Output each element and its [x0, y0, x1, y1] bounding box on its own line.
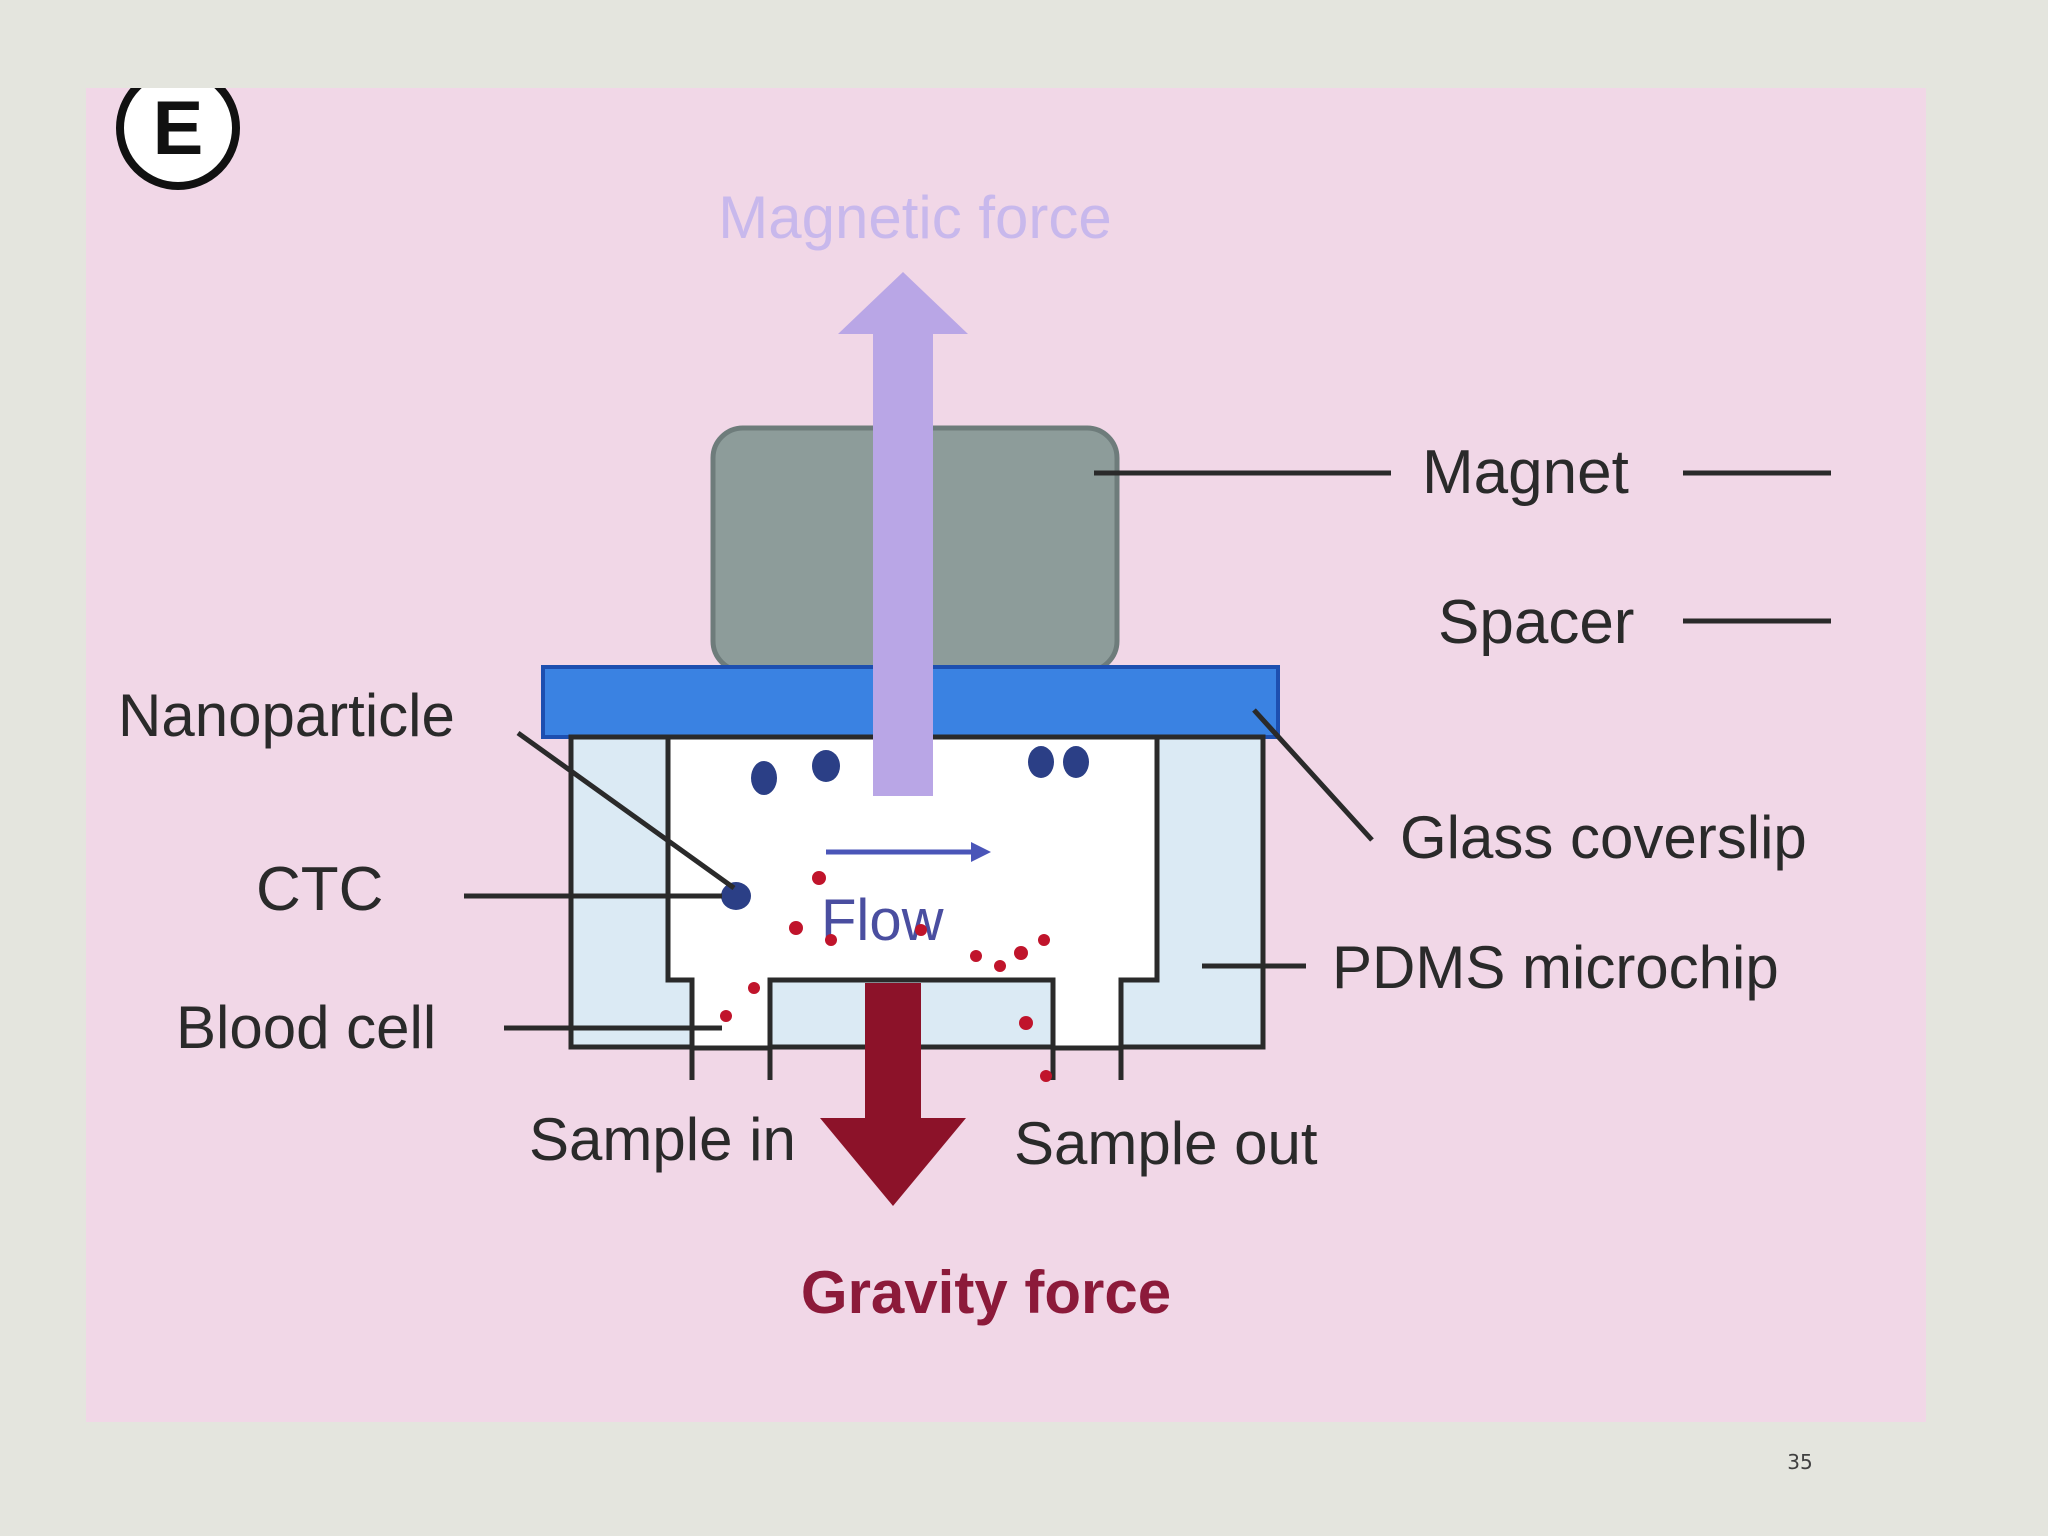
- magnet-label: Magnet: [1422, 438, 1629, 507]
- sample-out-label: Sample out: [1014, 1110, 1318, 1177]
- panel-letter-badge: E: [116, 88, 240, 190]
- ctc-label: CTC: [256, 855, 383, 924]
- pdms-microchip-label: PDMS microchip: [1332, 934, 1779, 1001]
- magnetic-separation-diagram: E Magnetic force: [116, 88, 1831, 1326]
- flow-label: Flow: [821, 888, 945, 953]
- gravity-force-label: Gravity force: [801, 1259, 1171, 1326]
- sample-in-label: Sample in: [529, 1106, 796, 1173]
- blood-cells: [720, 871, 1052, 1082]
- blood-cell-label: Blood cell: [176, 994, 436, 1061]
- magnetic-force-arrow: [838, 272, 968, 796]
- gravity-force-arrow: [820, 983, 966, 1206]
- glass-coverslip-label: Glass coverslip: [1400, 804, 1807, 871]
- flow-arrow: [826, 842, 991, 862]
- leader-lines: [464, 470, 1831, 1031]
- slide-number: 35: [1787, 1450, 1813, 1474]
- nanoparticle-label: Nanoparticle: [118, 682, 455, 749]
- captured-ctc-cells: [721, 746, 1089, 910]
- panel-letter: E: [153, 88, 204, 171]
- spacer-label: Spacer: [1438, 588, 1634, 657]
- magnetic-force-label: Magnetic force: [718, 184, 1112, 251]
- figure-panel: E Magnetic force: [86, 88, 1926, 1422]
